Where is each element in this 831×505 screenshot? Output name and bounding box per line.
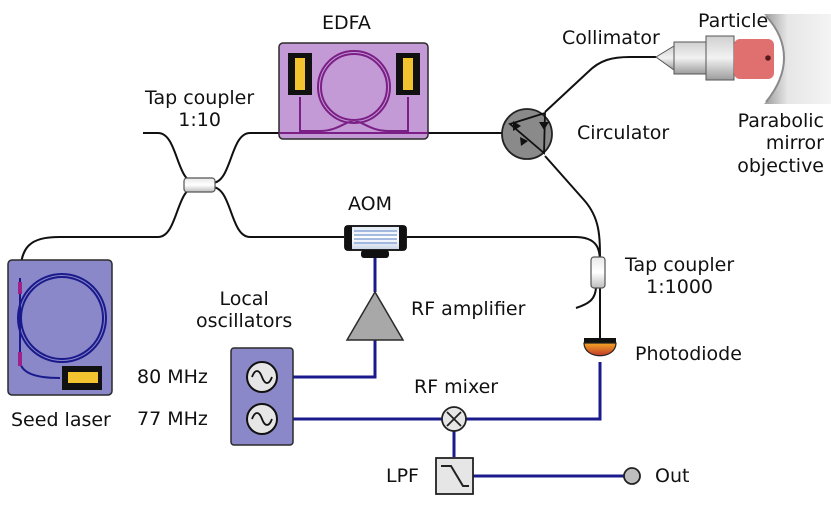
rf-cables xyxy=(292,256,624,478)
fiber-seed-to-tap xyxy=(19,186,197,279)
label-seed-laser: Seed laser xyxy=(11,409,111,431)
circulator-icon xyxy=(501,108,553,160)
label-edfa: EDFA xyxy=(322,12,371,34)
aom xyxy=(344,225,407,258)
fiber-circulator-to-tap2 xyxy=(544,155,601,263)
label-lpf: LPF xyxy=(386,465,419,487)
low-pass-filter xyxy=(435,457,474,495)
fiber-tap2-stub xyxy=(575,285,597,309)
fiber-circulator-to-collimator xyxy=(544,56,656,113)
label-77mhz: 77 MHz xyxy=(137,408,208,430)
rf-mixer-to-photodiode xyxy=(466,362,602,421)
particle-holder xyxy=(734,39,774,79)
label-tap-coupler-1-10: Tap coupler 1:10 xyxy=(145,87,255,132)
parabolic-mirror-objective xyxy=(764,14,831,104)
local-oscillators xyxy=(230,347,294,446)
label-out: Out xyxy=(655,465,690,487)
circulator xyxy=(501,108,553,160)
particle xyxy=(734,39,774,79)
edfa xyxy=(278,42,429,140)
parabolic-mirror-body xyxy=(764,14,831,104)
fiber-tap-to-edfa xyxy=(211,132,505,184)
label-photodiode: Photodiode xyxy=(635,343,742,365)
seed-laser-box xyxy=(7,259,113,396)
optical-fibers xyxy=(19,56,656,340)
fiber-aom-to-tap2 xyxy=(404,236,601,263)
particle-dot xyxy=(765,55,771,61)
label-collimator: Collimator xyxy=(562,27,660,49)
fiber-tap-in-top xyxy=(143,132,197,184)
tap-coupler-1-1000 xyxy=(590,256,606,289)
label-rf-amplifier: RF amplifier xyxy=(411,298,526,320)
label-80mhz: 80 MHz xyxy=(137,366,208,388)
lpf-icon xyxy=(435,457,474,495)
label-local-oscillators: Local oscillators xyxy=(196,288,293,333)
collimator xyxy=(655,35,735,81)
rf-80mhz-to-amplifier xyxy=(292,340,377,379)
aom-body xyxy=(344,225,407,251)
tap-coupler-1-10 xyxy=(183,177,216,193)
out-port-icon xyxy=(623,467,641,485)
label-circulator: Circulator xyxy=(577,122,670,144)
label-particle: Particle xyxy=(698,10,769,32)
aom-transducer xyxy=(361,250,389,258)
label-rf-mixer: RF mixer xyxy=(414,376,499,398)
photodiode-icon xyxy=(583,342,617,357)
edfa-box xyxy=(278,42,429,140)
label-tap-coupler-1-1000: Tap coupler 1:1000 xyxy=(625,254,735,299)
photodiode xyxy=(583,338,617,357)
fiber-tap-to-aom xyxy=(211,186,348,238)
collimator-body xyxy=(673,41,707,75)
rf-mixer xyxy=(441,406,467,432)
seed-laser-fiber-coil xyxy=(17,273,107,363)
label-aom: AOM xyxy=(348,193,393,215)
label-parabolic-mirror-objective: Parabolic mirror objective xyxy=(737,110,824,177)
rf-amplifier-triangle xyxy=(345,290,405,341)
seed-laser xyxy=(7,259,113,396)
